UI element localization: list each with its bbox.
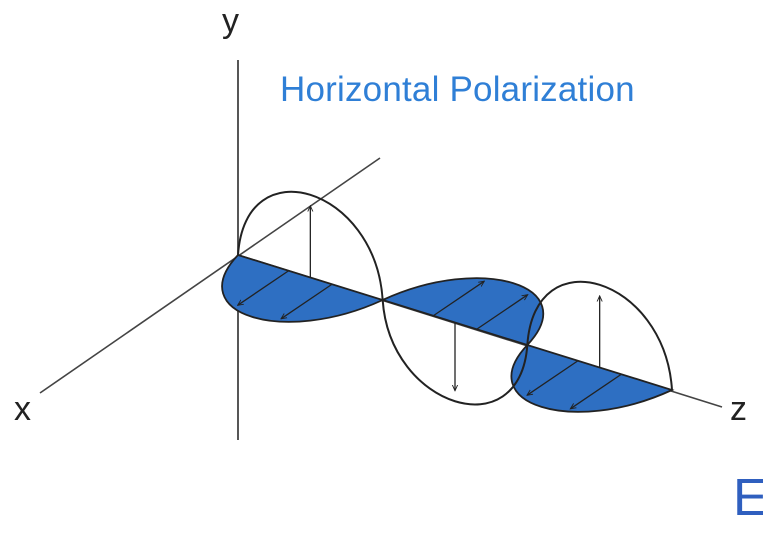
field-vectors [238,206,622,409]
horizontal-field-arrow [238,270,289,305]
y-axis-label: y [222,2,239,40]
horizontal-field-arrow [432,281,484,317]
horizontal-lobe [380,277,544,347]
horizontal-field-arrow [476,295,528,330]
vertical-field-component [237,190,673,406]
cropped-text: E [733,469,763,527]
horizontal-field-arrow [281,283,333,318]
x-axis [39,157,381,394]
horizontal-lobe [510,343,675,413]
x-axis-label: x [14,390,31,428]
diagram-title: Horizontal Polarization [280,70,635,109]
horizontal-field-component [221,253,675,413]
horizontal-field-arrow [527,360,579,395]
horizontal-lobe [221,253,386,323]
horizontal-field-arrow [571,373,622,408]
z-axis-label: z [730,390,747,428]
